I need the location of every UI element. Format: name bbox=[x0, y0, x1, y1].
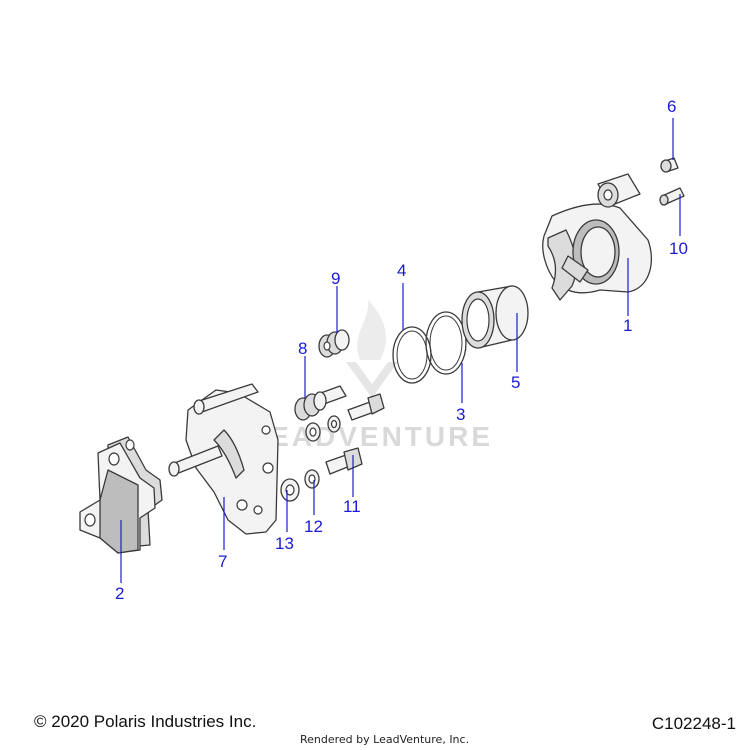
pin-boot bbox=[318, 329, 350, 358]
washer-13 bbox=[280, 478, 300, 502]
callout-6: 6 bbox=[667, 97, 676, 116]
rendered-by-text: Rendered by LeadVenture, Inc. bbox=[300, 733, 470, 746]
callout-7: 7 bbox=[218, 552, 227, 571]
callout-4: 4 bbox=[397, 261, 406, 280]
copyright-text: © 2020 Polaris Industries Inc. bbox=[34, 712, 257, 731]
caliper-body bbox=[542, 173, 652, 301]
piston bbox=[461, 285, 529, 349]
washers bbox=[304, 415, 341, 489]
callout-2: 2 bbox=[115, 584, 124, 603]
callout-labels: 1 2 3 4 5 6 7 8 9 10 11 12 13 bbox=[115, 97, 688, 603]
watermark: LEADVENTURE bbox=[250, 300, 493, 452]
callout-10: 10 bbox=[669, 239, 688, 258]
o-ring-4 bbox=[392, 326, 432, 384]
callout-12: 12 bbox=[304, 517, 323, 536]
leader-lines bbox=[120, 118, 681, 583]
callout-8: 8 bbox=[298, 339, 307, 358]
callout-11: 11 bbox=[343, 497, 361, 516]
caliper-bracket bbox=[168, 383, 279, 535]
callout-9: 9 bbox=[331, 269, 340, 288]
callout-5: 5 bbox=[511, 373, 520, 392]
slide-pin bbox=[294, 385, 347, 421]
brake-pads bbox=[79, 436, 163, 554]
seal-3 bbox=[425, 311, 467, 375]
callout-13: 13 bbox=[275, 534, 294, 553]
callout-1: 1 bbox=[623, 316, 632, 335]
callout-3: 3 bbox=[456, 405, 465, 424]
watermark-text: LEADVENTURE bbox=[250, 421, 493, 452]
bleeder-cap bbox=[660, 157, 679, 173]
bleeder-screw bbox=[659, 187, 685, 206]
document-number: C102248-1 bbox=[651, 714, 736, 733]
